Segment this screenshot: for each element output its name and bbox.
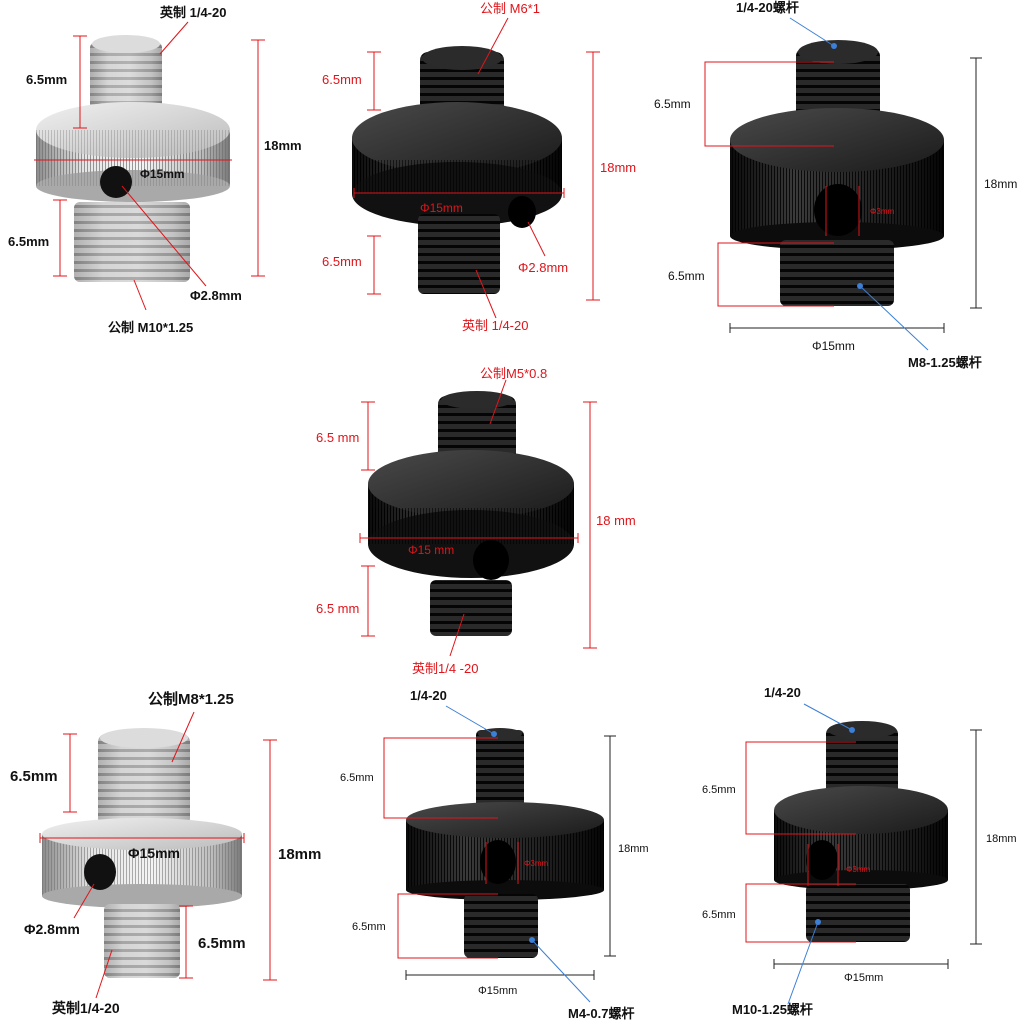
label-height: 18mm [618,843,649,855]
label-top-thread: 公制M8*1.25 [148,690,234,708]
label-diameter: Φ15mm [478,985,517,997]
dimension-lines-1 [34,21,265,311]
label-top-thread: 公制M5*0.8 [480,366,547,381]
label-bottom-length: 6.5mm [322,254,362,269]
label-top-length: 6.5mm [10,768,58,785]
label-top-thread: 1/4-20 [410,688,447,703]
label-height: 18mm [600,160,636,175]
dimension-lines-5 [39,711,277,999]
adapter-screw-3 [730,40,944,306]
label-bottom-length: 6.5mm [702,909,736,921]
label-diameter: Φ15mm [140,167,185,181]
dimension-lines-7 [745,703,982,1005]
label-diameter: Φ15 mm [408,543,454,557]
adapter-screw-4 [368,391,574,636]
label-bottom-thread: 英制 1/4-20 [462,318,528,333]
dimension-lines-6 [383,705,616,1003]
label-height: 18 mm [596,513,636,528]
label-bottom-thread: 公制 M10*1.25 [108,320,193,335]
label-height: 18mm [264,138,302,153]
adapter-screw-1 [36,35,230,282]
label-top-thread: 1/4-20 [764,685,801,700]
label-top-length: 6.5mm [340,772,374,784]
label-top-length: 6.5mm [322,72,362,87]
label-bottom-length: 6.5mm [668,269,705,283]
label-bottom-thread: 英制1/4-20 [51,1000,120,1016]
label-bottom-length: 6.5mm [198,935,246,952]
label-top-thread: 1/4-20螺杆 [736,0,799,15]
adapter-screw-5 [42,728,242,978]
label-diameter: Φ15mm [844,972,883,984]
label-diameter: Φ15mm [420,201,463,215]
label-diameter: Φ15mm [128,845,180,861]
label-height: 18mm [278,846,321,863]
dimension-lines-3 [704,17,982,351]
adapter-screw-6 [406,728,604,958]
adapter-screw-7 [774,721,948,942]
dimension-lines-4 [359,379,597,657]
label-top-thread: 公制 M6*1 [480,1,540,16]
label-top-length: 6.5mm [654,97,691,111]
label-height: 18mm [986,833,1017,845]
label-hole: Φ2.8mm [518,260,568,275]
label-height: 18mm [984,177,1017,191]
adapter-screw-2 [352,46,562,294]
label-bottom-thread: M10-1.25螺杆 [732,1002,813,1017]
label-bottom-thread: M4-0.7螺杆 [568,1006,634,1021]
label-top-length: 6.5mm [26,72,67,87]
label-hole: Φ2.8mm [190,288,242,303]
label-hole: Φ3mm [870,207,894,216]
label-top-length: 6.5 mm [316,430,359,445]
label-hole: Φ3mm [846,865,870,874]
label-diameter: Φ15mm [812,339,855,353]
label-bottom-thread: 英制1/4 -20 [412,661,478,676]
dimension-lines-2 [353,17,600,319]
label-bottom-length: 6.5mm [8,234,49,249]
label-bottom-length: 6.5 mm [316,601,359,616]
label-bottom-length: 6.5mm [352,921,386,933]
label-top-thread: 英制 1/4-20 [159,5,226,20]
label-hole: Φ3mm [524,859,548,868]
label-hole: Φ2.8mm [24,921,80,937]
label-bottom-thread: M8-1.25螺杆 [908,355,982,370]
label-top-length: 6.5mm [702,784,736,796]
